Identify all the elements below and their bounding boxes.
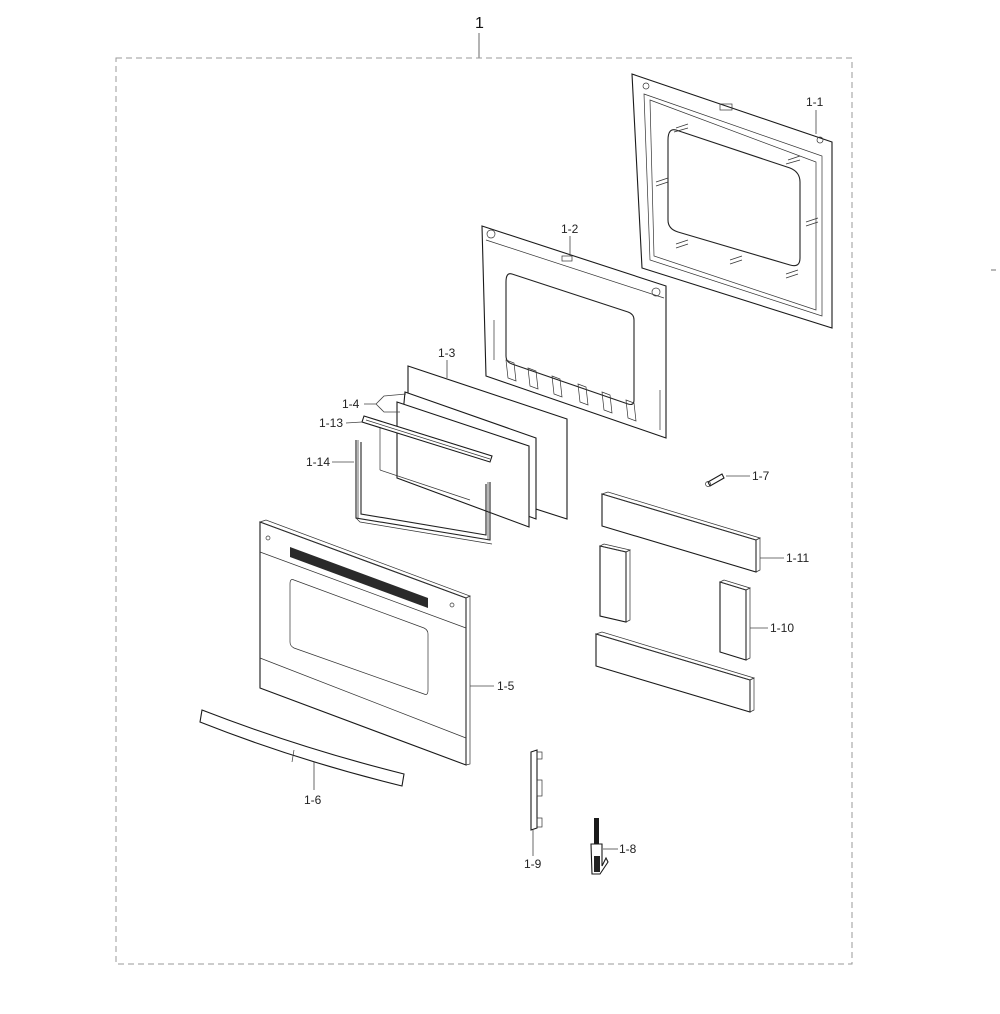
part-1-9[interactable] (530, 749, 543, 831)
label-1-4[interactable]: 1-4 (342, 397, 360, 411)
part-1-4[interactable] (396, 391, 537, 528)
label-1-9[interactable]: 1-9 (524, 857, 542, 871)
label-1-6[interactable]: 1-6 (304, 793, 322, 807)
label-1-7[interactable]: 1-7 (752, 469, 770, 483)
leader-1-13 (345, 421, 363, 424)
label-1-11[interactable]: 1-11 (786, 551, 809, 565)
label-1-5[interactable]: 1-5 (497, 679, 515, 693)
part-1-13[interactable] (361, 415, 493, 501)
assembly-boundary (115, 57, 853, 965)
label-1-13[interactable]: 1-13 (319, 416, 343, 430)
label-1-14[interactable]: 1-14 (306, 455, 330, 469)
part-1-1[interactable] (631, 73, 833, 329)
leader-1-4 (364, 393, 407, 413)
part-1-8[interactable] (590, 818, 609, 875)
part-1-6[interactable] (199, 709, 405, 787)
control-panel-strip (290, 547, 428, 608)
part-1-7[interactable] (705, 473, 725, 487)
part-1-10[interactable] (598, 543, 751, 661)
part-1-11-bottom[interactable] (594, 631, 755, 713)
part-1-5[interactable] (258, 519, 471, 766)
label-1-8[interactable]: 1-8 (619, 842, 637, 856)
part-1-2[interactable] (481, 225, 667, 439)
label-1-1[interactable]: 1-1 (806, 95, 824, 109)
part-1-14[interactable] (355, 440, 493, 545)
label-1-3[interactable]: 1-3 (438, 346, 456, 360)
label-1-2[interactable]: 1-2 (561, 222, 579, 236)
part-1-11[interactable] (600, 491, 761, 573)
label-1-10[interactable]: 1-10 (770, 621, 794, 635)
assembly-label: 1 (475, 15, 484, 32)
